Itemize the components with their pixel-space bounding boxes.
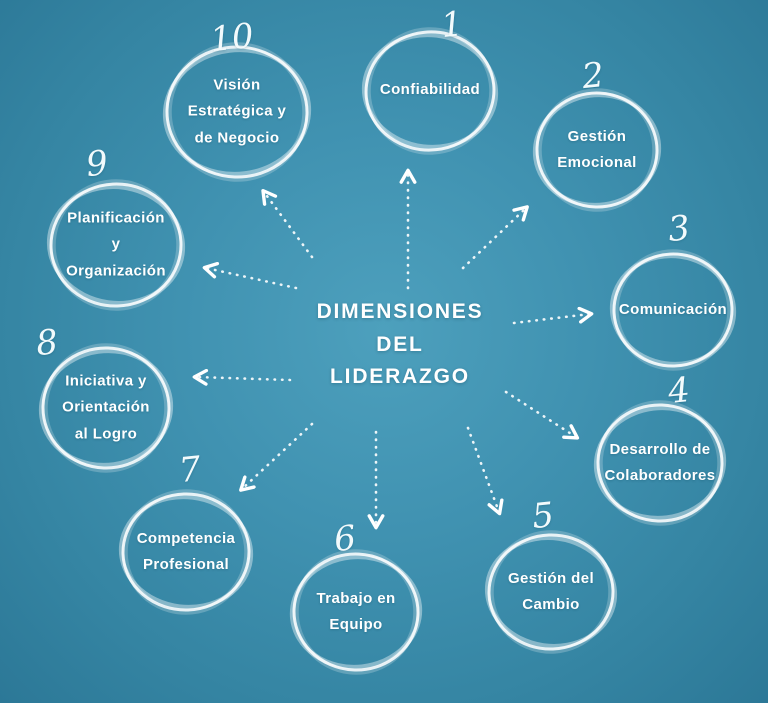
node-circle-2: [532, 88, 662, 212]
node-circle-3: [609, 249, 737, 371]
node-circle-4: [593, 400, 727, 526]
node-circle-6: [289, 549, 423, 675]
node-number-8: 8: [34, 321, 60, 365]
node-circle-1: [361, 27, 499, 155]
node-number-3: 3: [666, 207, 692, 251]
node-label-trabajo-en-equipo: Trabajo en Equipo: [316, 589, 396, 633]
node-label-comunicacion: Comunicación: [618, 300, 728, 318]
node-label-vision-estrategica: Visión Estratégica y de Negocio: [187, 76, 287, 147]
node-circle-5: [484, 530, 618, 654]
node-number-6: 6: [332, 517, 358, 561]
node-number-9: 9: [84, 142, 110, 186]
node-number-1: 1: [439, 3, 465, 47]
node-label-gestion-del-cambio: Gestión del Cambio: [507, 569, 595, 613]
node-label-iniciativa-orientacion: Iniciativa y Orientación al Logro: [62, 372, 150, 443]
title-line-3: LIDERAZGO: [330, 365, 470, 389]
diagram-title: DIMENSIONES DEL LIDERAZGO: [317, 296, 484, 394]
node-number-10: 10: [208, 15, 256, 61]
node-number-2: 2: [580, 54, 606, 98]
node-circle-7: [118, 489, 254, 615]
node-label-desarrollo-colaboradores: Desarrollo de Colaboradores: [604, 440, 716, 484]
radial-arrows: [192, 168, 594, 530]
node-label-gestion-emocional: Gestión Emocional: [557, 127, 637, 171]
title-line-1: DIMENSIONES: [316, 300, 484, 324]
node-number-4: 4: [666, 369, 692, 413]
node-label-competencia-profesional: Competencia Profesional: [136, 529, 236, 573]
node-label-planificacion-organizacion: Planificación y Organización: [66, 209, 166, 280]
node-number-5: 5: [530, 494, 556, 538]
node-circle-9: [46, 179, 186, 311]
node-number-7: 7: [177, 448, 203, 492]
node-circle-8: [38, 343, 174, 473]
title-line-2: DEL: [376, 332, 424, 356]
node-label-confiabilidad: Confiabilidad: [379, 80, 481, 98]
